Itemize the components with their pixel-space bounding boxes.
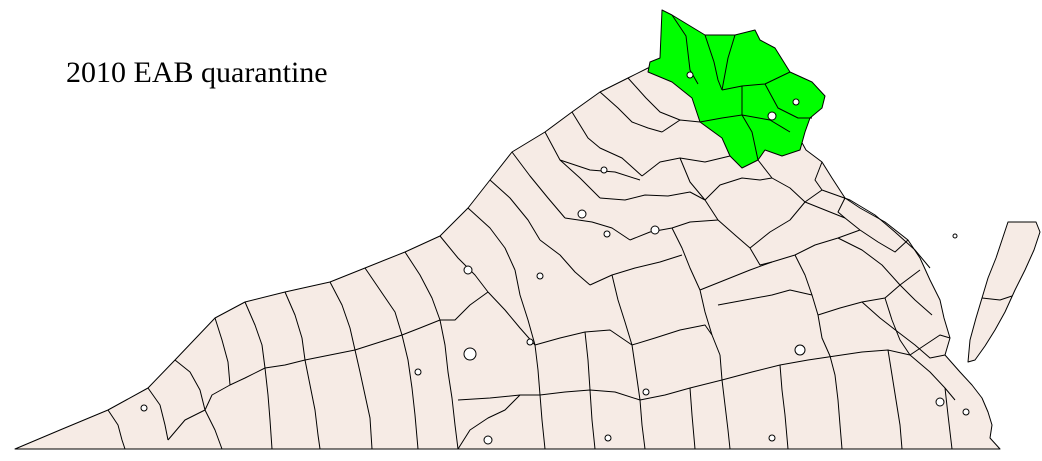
independent-cities: [140, 71, 970, 445]
map-title: 2010 EAB quarantine: [66, 56, 328, 89]
quarantine-county-borders: [671, 14, 812, 161]
quarantine-zone: [647, 9, 826, 169]
eastern-shore: [967, 221, 1041, 363]
state-outline: [14, 61, 1001, 450]
county-borders: [107, 77, 1013, 450]
